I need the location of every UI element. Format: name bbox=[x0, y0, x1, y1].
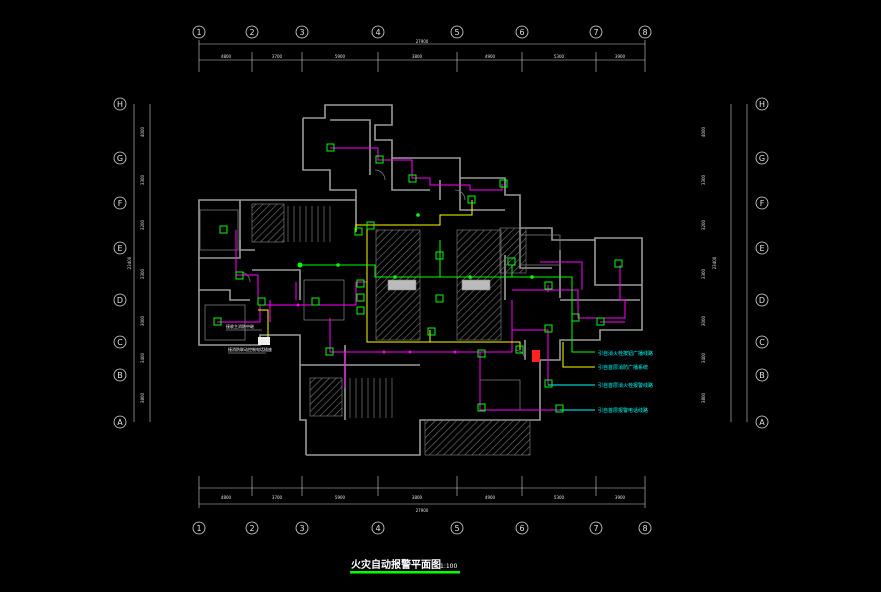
axis-left-H: H bbox=[117, 100, 123, 109]
axis-left-A: A bbox=[117, 418, 123, 427]
dim-right-5: 3000 bbox=[701, 315, 706, 326]
dim-left-2: 3300 bbox=[140, 174, 145, 185]
dim-bottom-total: 27900 bbox=[416, 508, 429, 513]
dim-right-3: 3200 bbox=[701, 219, 706, 230]
title-underline bbox=[350, 571, 460, 574]
axis-right-A: A bbox=[759, 418, 765, 427]
axis-bottom-3: 3 bbox=[299, 524, 304, 533]
dim-left-6: 3400 bbox=[140, 352, 145, 363]
dim-top-6: 5300 bbox=[554, 54, 565, 59]
drawing-title: 火灾自动报警平面图 bbox=[351, 558, 441, 571]
dim-left-5: 3000 bbox=[140, 315, 145, 326]
dim-right-total: 23400 bbox=[712, 256, 717, 269]
axis-bottom-7: 7 bbox=[593, 524, 598, 533]
axis-top-2: 2 bbox=[249, 28, 254, 37]
wiring-magenta bbox=[217, 147, 626, 411]
dim-top-2: 3700 bbox=[272, 54, 283, 59]
wiring-cyan bbox=[548, 384, 595, 411]
axis-top-7: 7 bbox=[593, 28, 598, 37]
note-right-3: 引自首层消火栓报警线路 bbox=[598, 382, 653, 389]
dim-left-7: 3800 bbox=[140, 392, 145, 403]
note-right-2: 引自首层消防广播系统 bbox=[598, 364, 648, 371]
axis-top-6: 6 bbox=[519, 28, 524, 37]
axis-right-B: B bbox=[759, 371, 765, 380]
dim-right-2: 3300 bbox=[701, 174, 706, 185]
axis-bubbles-bottom: 1 2 3 4 5 6 7 8 bbox=[192, 521, 652, 535]
dim-bottom-2: 3700 bbox=[272, 495, 283, 500]
dim-right-4: 3300 bbox=[701, 268, 706, 279]
axis-left-F: F bbox=[118, 199, 123, 208]
axis-top-8: 8 bbox=[642, 28, 647, 37]
dim-right-6: 3400 bbox=[701, 352, 706, 363]
axis-bubbles-left: H G F E D C B A bbox=[113, 97, 127, 429]
axis-bottom-6: 6 bbox=[519, 524, 524, 533]
module-dots bbox=[296, 213, 534, 354]
note-right-4: 引自首层报警电话线路 bbox=[598, 407, 648, 414]
note-left-2: 接消防联动控制电话插座 bbox=[228, 346, 272, 352]
dim-right-7: 3800 bbox=[701, 392, 706, 403]
axis-bottom-4: 4 bbox=[375, 524, 380, 533]
fire-alarm-panel bbox=[258, 337, 540, 362]
dim-bottom-4: 3800 bbox=[412, 495, 423, 500]
dimension-texts: 4800 3700 5900 3800 4900 5300 3900 27900… bbox=[127, 39, 717, 513]
axis-left-D: D bbox=[117, 296, 123, 305]
axis-top-5: 5 bbox=[454, 28, 459, 37]
dim-top-4: 3800 bbox=[412, 54, 423, 59]
axis-bottom-8: 8 bbox=[642, 524, 647, 533]
axis-top-3: 3 bbox=[299, 28, 304, 37]
axis-top-1: 1 bbox=[196, 28, 201, 37]
axis-left-E: E bbox=[117, 244, 122, 253]
drawing-title-block: 火灾自动报警平面图 1:100 bbox=[350, 558, 460, 574]
dim-bottom-7: 3900 bbox=[615, 495, 626, 500]
axis-left-C: C bbox=[117, 338, 123, 347]
axis-right-H: H bbox=[759, 100, 765, 109]
axis-right-C: C bbox=[759, 338, 765, 347]
hatched-core bbox=[251, 203, 531, 456]
dim-left-total: 23400 bbox=[127, 256, 132, 269]
axis-bottom-2: 2 bbox=[249, 524, 254, 533]
axis-right-G: G bbox=[759, 154, 765, 163]
wiring-yellow bbox=[258, 200, 595, 368]
dimension-lines bbox=[133, 40, 748, 508]
dim-left-1: 4000 bbox=[140, 126, 145, 137]
drawing-scale: 1:100 bbox=[440, 563, 457, 570]
building-walls bbox=[198, 104, 643, 456]
dim-top-1: 4800 bbox=[221, 54, 232, 59]
stairs bbox=[287, 206, 393, 418]
dim-bottom-5: 4900 bbox=[485, 495, 496, 500]
axis-right-D: D bbox=[759, 296, 765, 305]
note-left-1: 接收主消防中继 bbox=[226, 323, 254, 329]
dim-bottom-3: 5900 bbox=[335, 495, 346, 500]
axis-top-4: 4 bbox=[375, 28, 380, 37]
note-right-1: 引自消火栓按钮广播线路 bbox=[598, 350, 653, 357]
dim-bottom-6: 5300 bbox=[554, 495, 565, 500]
axis-bubbles-right: H G F E D C B A bbox=[755, 97, 769, 429]
axis-left-G: G bbox=[117, 154, 123, 163]
dim-top-5: 4900 bbox=[485, 54, 496, 59]
axis-right-E: E bbox=[759, 244, 764, 253]
dim-right-1: 4000 bbox=[701, 126, 706, 137]
dim-left-3: 3200 bbox=[140, 219, 145, 230]
dim-top-7: 3900 bbox=[615, 54, 626, 59]
left-notes: 接收主消防中继 接消防联动控制电话插座 bbox=[226, 323, 272, 354]
axis-left-B: B bbox=[117, 371, 123, 380]
right-notes: 引自消火栓按钮广播线路 引自首层消防广播系统 引自首层消火栓报警线路 引自首层报… bbox=[598, 350, 653, 414]
axis-bottom-5: 5 bbox=[454, 524, 459, 533]
axis-bubbles-top: 1 2 3 4 5 6 7 8 bbox=[192, 25, 652, 39]
dim-top-3: 5900 bbox=[335, 54, 346, 59]
dim-bottom-1: 4800 bbox=[221, 495, 232, 500]
dim-left-4: 3300 bbox=[140, 268, 145, 279]
dim-top-total: 27900 bbox=[416, 39, 429, 44]
smoke-detectors bbox=[213, 143, 623, 413]
axis-right-F: F bbox=[760, 199, 765, 208]
axis-bottom-1: 1 bbox=[196, 524, 201, 533]
